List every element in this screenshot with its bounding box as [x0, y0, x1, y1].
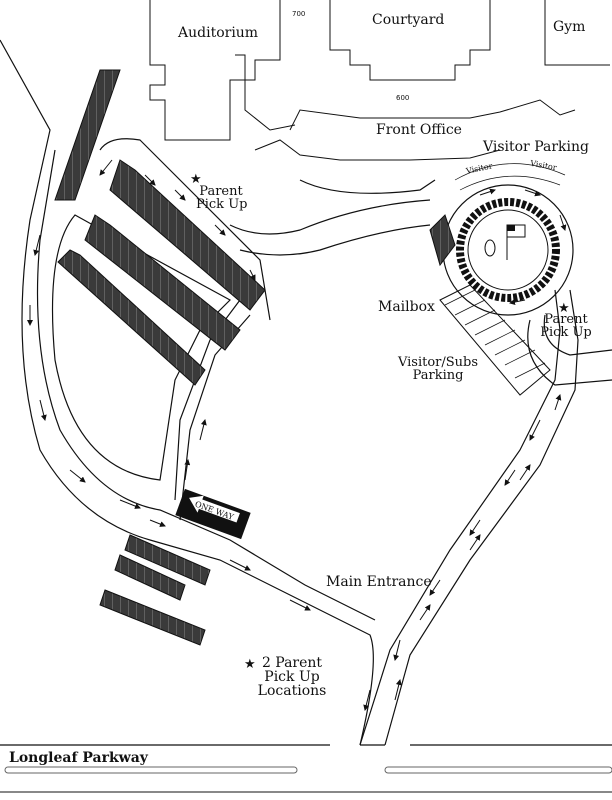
star-icon: ★	[190, 172, 202, 187]
front-office-walk	[254, 139, 501, 161]
room-700-label: 700	[292, 10, 306, 18]
one-way-sign: ONE WAY	[175, 488, 251, 540]
left-outer-bank	[54, 69, 121, 201]
visitor-subs-line1: Visitor/Subs	[397, 355, 479, 370]
front-office-label: Front Office	[376, 122, 462, 138]
visitor-subs-parking-label: Visitor/Subs Parking	[396, 356, 480, 382]
traffic-arrows	[27, 159, 567, 711]
visitor-subs-line2: Parking	[412, 368, 464, 383]
monument-icon	[484, 239, 496, 257]
visitor-parking-label: Visitor Parking	[483, 139, 589, 155]
legend-line1: 2 Parent	[261, 655, 323, 671]
roads	[0, 39, 612, 746]
parent-pickup-right-line2: Pick Up	[540, 325, 592, 340]
pickup-stars: ★ ★ ★	[190, 172, 570, 672]
parent-pickup-right-line1: Parent	[544, 312, 588, 327]
parent-pickup-left: Parent Pick Up	[196, 184, 248, 212]
visitor-subs-lot	[439, 284, 551, 396]
star-icon: ★	[558, 301, 570, 316]
star-icon: ★	[244, 657, 256, 672]
legend-line3: Locations	[257, 683, 327, 699]
auditorium-wing	[235, 54, 296, 131]
pickup-locations-legend: 2 Parent Pick Up Locations	[252, 656, 332, 698]
bottom-parking-rows	[99, 534, 211, 646]
street-label: Longleaf Parkway	[9, 750, 148, 766]
parent-pickup-left-line2: Pick Up	[196, 197, 248, 212]
auditorium-label: Auditorium	[178, 25, 259, 41]
flag-icon	[506, 224, 526, 260]
buildings	[149, 0, 610, 161]
visitor-stalls	[454, 163, 566, 191]
front-office-building	[289, 99, 576, 131]
street	[0, 766, 612, 793]
mailbox-label: Mailbox	[378, 299, 435, 315]
left-parking-rows	[57, 159, 266, 386]
legend-line2: Pick Up	[264, 669, 320, 685]
main-entrance-label: Main Entrance	[326, 574, 432, 590]
room-600-label: 600	[396, 94, 410, 102]
traffic-circle	[429, 184, 574, 316]
parent-pickup-right: Parent Pick Up	[538, 313, 594, 339]
courtyard-building	[329, 0, 491, 81]
courtyard-label: Courtyard	[372, 12, 445, 28]
parent-pickup-left-line1: Parent	[199, 184, 243, 199]
gym-building	[544, 0, 610, 66]
gym-label: Gym	[553, 19, 586, 35]
auditorium-building	[149, 0, 281, 141]
